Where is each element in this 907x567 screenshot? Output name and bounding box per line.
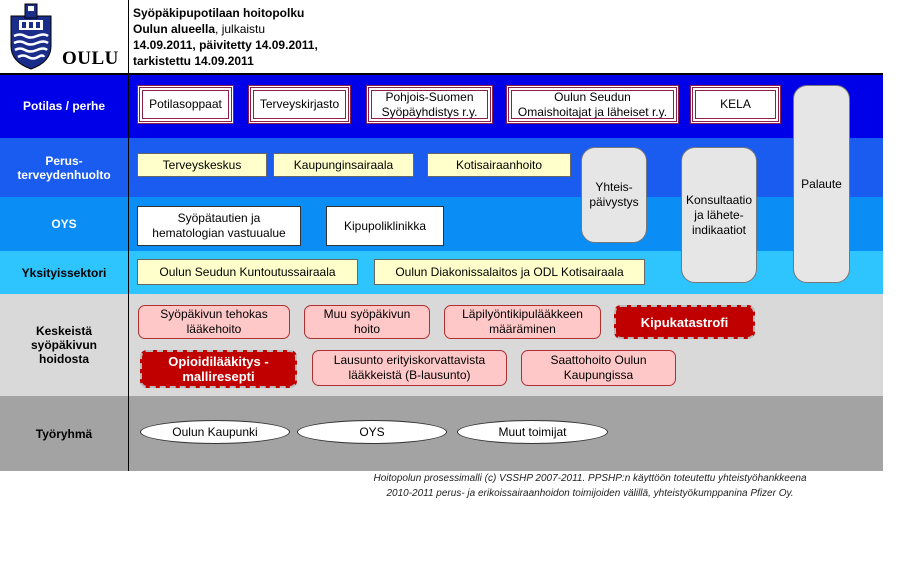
oulu-coat-of-arms-icon	[8, 2, 54, 70]
row-label-potilas: Potilas / perhe	[22, 99, 106, 113]
muut-toimijat-oval[interactable]: Muut toimijat	[457, 420, 608, 444]
title-line-1: Syöpäkipupotilaan hoitopolku	[133, 6, 305, 20]
terveyskeskus-box[interactable]: Terveyskeskus	[137, 153, 267, 177]
row-label-perus: Perus- terveydenhuolto	[17, 153, 111, 182]
tehokas-laakehoito-box[interactable]: Syöpäkivun tehokas lääkehoito	[138, 305, 290, 339]
omaishoitajat-box[interactable]: Oulun Seudun Omaishoitajat ja läheiset r…	[506, 85, 679, 124]
title-line-2: Oulun alueella, julkaistu	[133, 22, 266, 36]
divider-vertical	[128, 0, 129, 471]
lapilyontikipulaake-box[interactable]: Läpilyöntikipulääkkeen määräminen	[444, 305, 601, 339]
title-line-3: 14.09.2011, päivitetty 14.09.2011,	[133, 38, 318, 52]
row-label-tyoryhma: Työryhmä	[35, 426, 93, 441]
yhteispaivystys-pill[interactable]: Yhteis- päivystys	[581, 147, 647, 243]
oys-oval[interactable]: OYS	[297, 420, 447, 444]
title-line-4: tarkistettu 14.09.2011	[133, 54, 254, 68]
page-title: Syöpäkipupotilaan hoitopolku Oulun aluee…	[133, 5, 413, 69]
terveyskirjasto-box[interactable]: Terveyskirjasto	[248, 85, 351, 124]
row-label-yksityis: Yksityissektori	[21, 265, 107, 280]
konsultaatio-pill[interactable]: Konsultaatio ja lähete- indikaatiot	[681, 147, 757, 283]
kuntoutussairaala-box[interactable]: Oulun Seudun Kuntoutussairaala	[137, 259, 358, 285]
kotisairaanhoito-box[interactable]: Kotisairaanhoito	[427, 153, 571, 177]
oulun-kaupunki-oval[interactable]: Oulun Kaupunki	[140, 420, 290, 444]
pohjois-suomen-syopayhdistys-box[interactable]: Pohjois-Suomen Syöpäyhdistys r.y.	[366, 85, 493, 124]
potilasoppaat-box[interactable]: Potilasoppaat	[137, 85, 234, 124]
palaute-pill[interactable]: Palaute	[793, 85, 850, 283]
saattohoito-box[interactable]: Saattohoito Oulun Kaupungissa	[521, 350, 676, 386]
b-lausunto-box[interactable]: Lausunto erityiskorvattavista lääkkeistä…	[312, 350, 507, 386]
oulu-logo-text: OULU	[62, 48, 119, 69]
kela-box[interactable]: KELA	[690, 85, 781, 124]
kaupunginsairaala-box[interactable]: Kaupunginsairaala	[273, 153, 414, 177]
divider-top	[0, 73, 883, 75]
muu-syopakivun-hoito-box[interactable]: Muu syöpäkivun hoito	[304, 305, 430, 339]
row-label-oys: OYS	[51, 217, 77, 231]
kipupoliklinikka-box[interactable]: Kipupoliklinikka	[326, 206, 444, 246]
footer-credits: Hoitopolun prosessimalli (c) VSSHP 2007-…	[340, 471, 840, 501]
syopatautien-vastuualue-box[interactable]: Syöpätautien ja hematologian vastuualue	[137, 206, 301, 246]
footer-line-2: 2010-2011 perus- ja erikoissairaanhoidon…	[386, 488, 794, 499]
row-label-keskeista: Keskeistä syöpäkivun hoidosta	[30, 324, 98, 366]
diakonissalaitos-box[interactable]: Oulun Diakonissalaitos ja ODL Kotisairaa…	[374, 259, 645, 285]
footer-line-1: Hoitopolun prosessimalli (c) VSSHP 2007-…	[373, 473, 807, 484]
kipukatastrofi-box[interactable]: Kipukatastrofi	[614, 305, 755, 339]
opioidilaakitys-box[interactable]: Opioidilääkitys - malliresepti	[140, 350, 297, 388]
